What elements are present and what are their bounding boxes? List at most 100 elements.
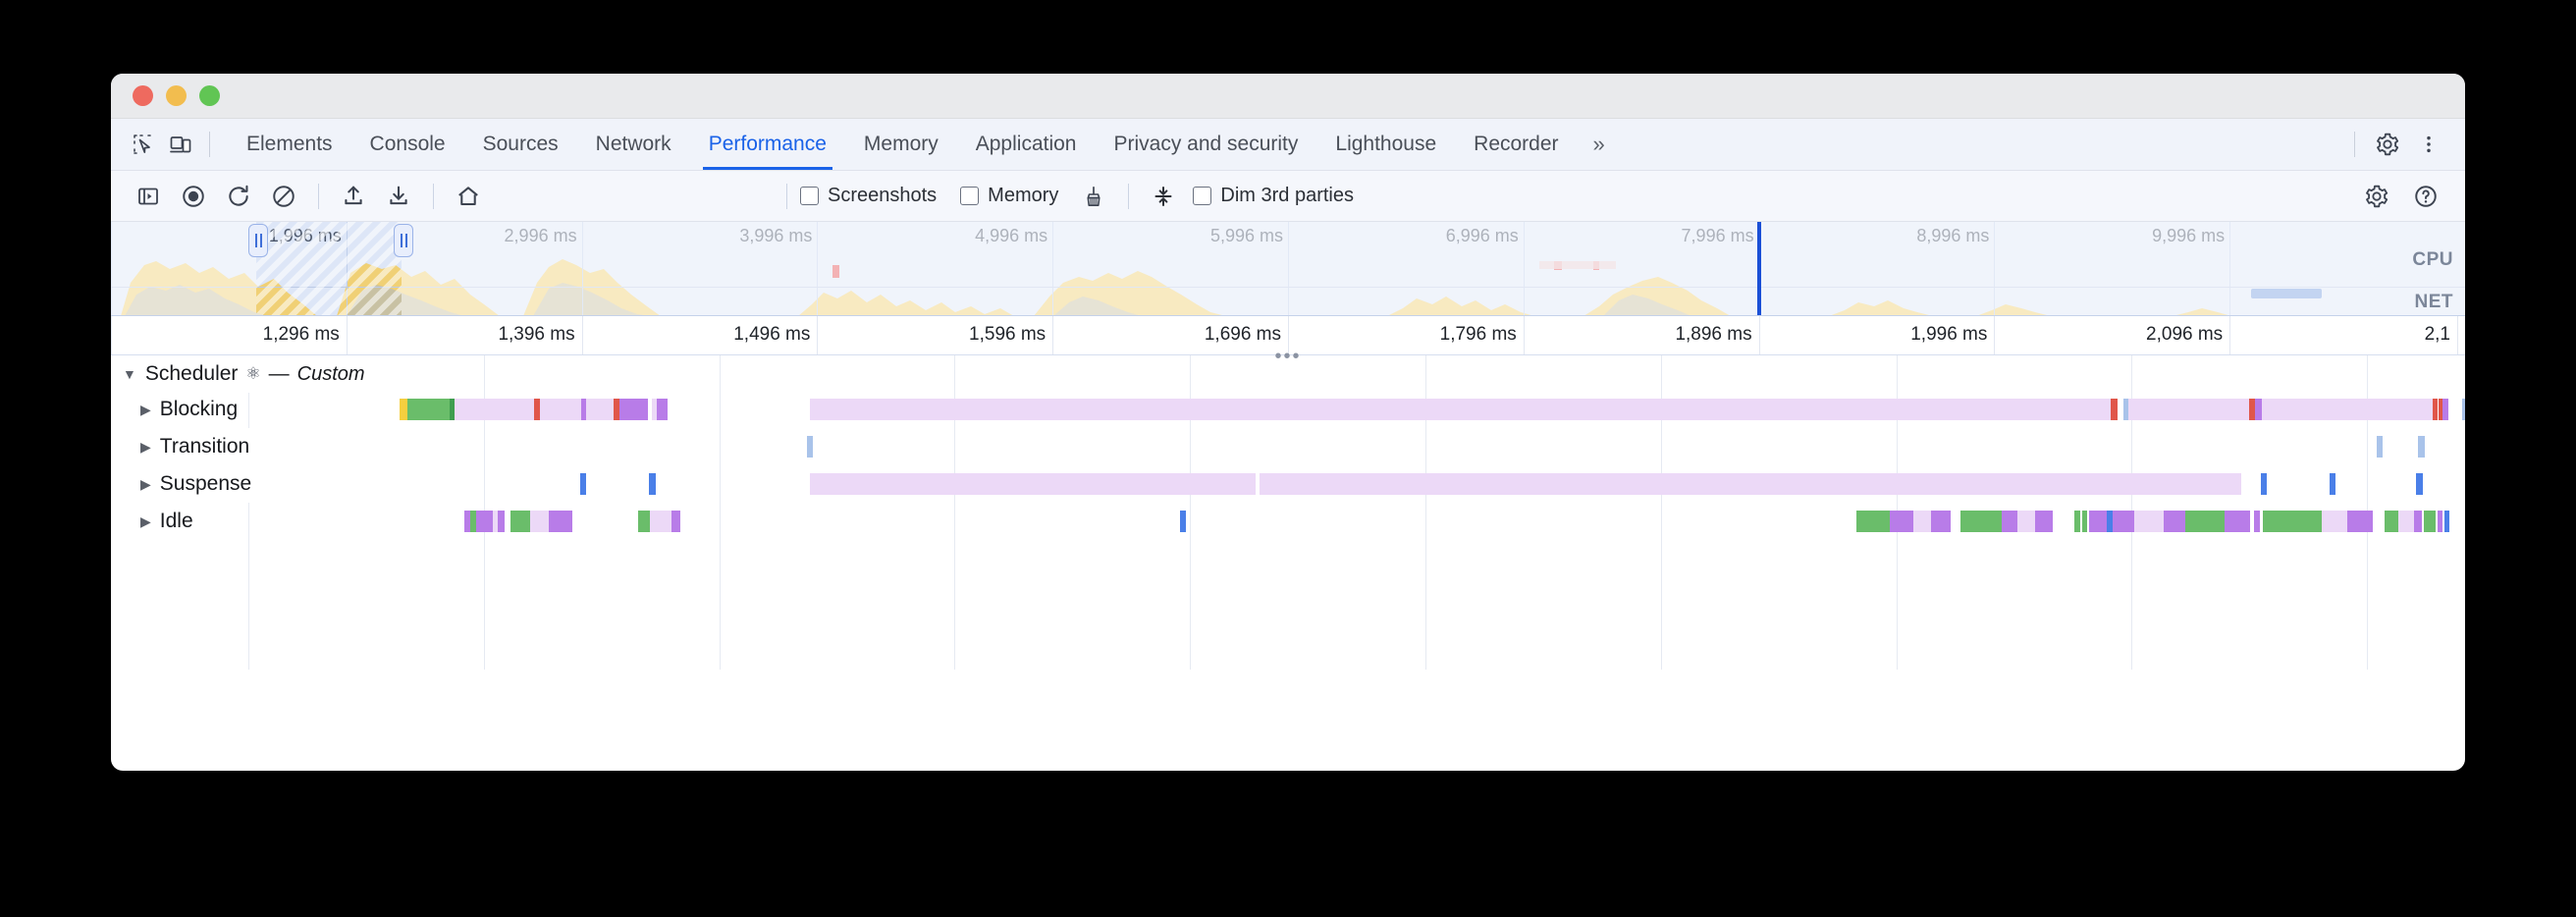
tab-lighthouse[interactable]: Lighthouse	[1335, 133, 1437, 155]
chevron-right-icon[interactable]: ▶	[140, 401, 151, 417]
flame-bar[interactable]	[1890, 511, 1913, 532]
maximize-window-button[interactable]	[199, 85, 220, 106]
flame-bar[interactable]	[400, 399, 407, 420]
upload-profile-icon[interactable]	[332, 177, 375, 216]
flame-bar[interactable]	[2035, 511, 2053, 532]
track-row-idle[interactable]: ▶ Idle	[111, 503, 2465, 540]
flame-bar[interactable]	[2418, 436, 2425, 458]
track-row-transition[interactable]: ▶ Transition	[111, 428, 2465, 465]
flame-bar[interactable]	[2164, 511, 2185, 532]
blocking-lane[interactable]	[111, 391, 2465, 428]
flame-bar[interactable]	[2002, 511, 2017, 532]
inspect-cursor-icon[interactable]	[125, 126, 162, 163]
flame-bar[interactable]	[2439, 399, 2442, 420]
record-icon[interactable]	[172, 177, 215, 216]
idle-lane[interactable]	[111, 503, 2465, 540]
flame-bar[interactable]	[2444, 511, 2449, 532]
more-tabs-icon[interactable]: »	[1592, 132, 1605, 156]
chevron-down-icon[interactable]: ▼	[123, 366, 136, 382]
flame-bar[interactable]	[810, 399, 2111, 420]
overview-window-right-handle[interactable]	[394, 224, 413, 257]
flame-bar[interactable]	[581, 399, 586, 420]
transition-lane[interactable]	[111, 428, 2465, 465]
track-name-idle[interactable]: ▶ Idle	[111, 503, 201, 540]
close-window-button[interactable]	[133, 85, 153, 106]
scheduler-group-row[interactable]: ▼ Scheduler ⚛ — Custom	[111, 355, 373, 393]
track-name-suspense[interactable]: ▶ Suspense	[111, 465, 260, 503]
flame-bar[interactable]	[586, 399, 614, 420]
flame-bar[interactable]	[1260, 473, 2241, 495]
track-name-blocking[interactable]: ▶ Blocking	[111, 391, 246, 428]
flame-bar[interactable]	[2111, 399, 2118, 420]
flame-bar[interactable]	[2330, 473, 2335, 495]
kebab-menu-icon[interactable]	[2410, 126, 2447, 163]
flame-bar[interactable]	[2377, 436, 2383, 458]
flame-bar[interactable]	[1960, 511, 2002, 532]
sidebar-toggle-icon[interactable]	[127, 177, 170, 216]
flame-bar[interactable]	[476, 511, 493, 532]
garbage-collect-brush-icon[interactable]	[1072, 177, 1115, 216]
flame-bar[interactable]	[530, 511, 549, 532]
collapse-tracks-icon[interactable]	[1142, 177, 1185, 216]
flame-bar[interactable]	[1913, 511, 1931, 532]
tab-sources[interactable]: Sources	[482, 133, 559, 155]
flame-bar[interactable]	[2385, 511, 2398, 532]
flame-bar[interactable]	[2433, 399, 2438, 420]
track-name-transition[interactable]: ▶ Transition	[111, 428, 258, 465]
chevron-right-icon[interactable]: ▶	[140, 475, 151, 492]
flame-bar[interactable]	[2017, 511, 2035, 532]
flame-bar[interactable]	[1250, 473, 1256, 495]
flame-bar[interactable]	[2225, 511, 2250, 532]
download-profile-icon[interactable]	[377, 177, 420, 216]
reload-and-record-icon[interactable]	[217, 177, 260, 216]
flame-bar[interactable]	[2462, 399, 2465, 420]
flame-bar[interactable]	[2322, 511, 2347, 532]
flame-bar[interactable]	[2074, 511, 2080, 532]
flame-bar[interactable]	[1180, 511, 1186, 532]
flame-bar[interactable]	[498, 511, 505, 532]
clear-icon[interactable]	[262, 177, 305, 216]
tab-elements[interactable]: Elements	[246, 133, 333, 155]
flame-bar[interactable]	[450, 399, 455, 420]
tab-network[interactable]: Network	[595, 133, 671, 155]
flame-chart[interactable]: ▼ Scheduler ⚛ — Custom	[111, 355, 2465, 670]
flame-bar[interactable]	[2347, 511, 2373, 532]
minimize-window-button[interactable]	[166, 85, 187, 106]
flame-bar[interactable]	[493, 511, 498, 532]
flame-bar[interactable]	[1856, 511, 1890, 532]
flame-bar[interactable]	[649, 473, 656, 495]
dim-3rd-parties-checkbox-box[interactable]	[1193, 187, 1212, 205]
flame-bar[interactable]	[549, 511, 572, 532]
overview-window-left-handle[interactable]	[248, 224, 268, 257]
screenshots-checkbox-box[interactable]	[800, 187, 819, 205]
flame-bar[interactable]	[2424, 511, 2436, 532]
tab-performance[interactable]: Performance	[690, 119, 845, 170]
flame-bar[interactable]	[2249, 399, 2255, 420]
flame-bar[interactable]	[2416, 473, 2423, 495]
flame-bar[interactable]	[455, 399, 534, 420]
flame-bar[interactable]	[407, 399, 450, 420]
memory-checkbox[interactable]: Memory	[960, 185, 1058, 207]
dim-3rd-parties-checkbox[interactable]: Dim 3rd parties	[1193, 185, 1354, 207]
tab-recorder[interactable]: Recorder	[1474, 133, 1559, 155]
chevron-right-icon[interactable]: ▶	[140, 512, 151, 529]
flame-bar[interactable]	[2261, 473, 2267, 495]
flame-bar[interactable]	[614, 399, 619, 420]
help-question-icon[interactable]	[2404, 177, 2447, 216]
flame-bar[interactable]	[580, 473, 586, 495]
memory-checkbox-box[interactable]	[960, 187, 980, 205]
flame-bar[interactable]	[534, 399, 540, 420]
tab-privacy-and-security[interactable]: Privacy and security	[1113, 133, 1299, 155]
track-row-blocking[interactable]: ▶ Blocking	[111, 391, 2465, 428]
flame-bar[interactable]	[2442, 399, 2448, 420]
flame-bar[interactable]	[638, 511, 650, 532]
flame-bar[interactable]	[807, 436, 813, 458]
flame-bar[interactable]	[2113, 511, 2134, 532]
tab-application[interactable]: Application	[975, 133, 1077, 155]
tab-console[interactable]: Console	[369, 133, 446, 155]
flame-bar[interactable]	[2185, 511, 2225, 532]
flame-bar[interactable]	[2398, 511, 2414, 532]
flame-bar[interactable]	[2263, 511, 2322, 532]
timeline-ruler[interactable]: 1,196 ms 1,296 ms 1,396 ms 1,496 ms 1,59…	[111, 316, 2465, 367]
flame-bar[interactable]	[657, 399, 668, 420]
